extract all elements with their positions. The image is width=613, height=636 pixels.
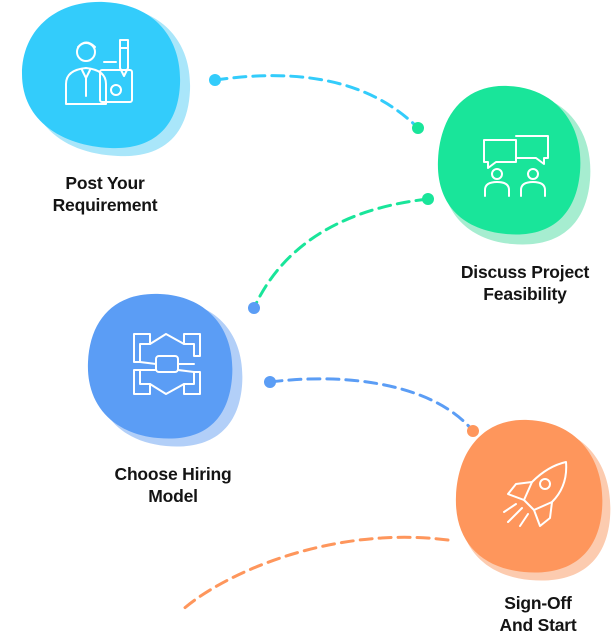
step-3-label: Choose Hiring Model (78, 463, 268, 507)
step-3-node (87, 293, 243, 447)
person-with-pen-icon (65, 39, 133, 105)
step-4-label: Sign-Off And Start (463, 592, 613, 636)
step-1-blob (22, 1, 181, 149)
step-2-blob (437, 85, 581, 235)
step-2-node (437, 85, 591, 245)
discussion-icon (483, 135, 549, 197)
step-1-node (22, 1, 191, 157)
step-4-title-line2: And Start (499, 615, 577, 635)
step-4-title-line1: Sign-Off (504, 593, 572, 613)
step-3-title-line1: Choose Hiring (114, 464, 232, 484)
step-1-label: Post Your Requirement (10, 172, 200, 216)
connector-3 (264, 376, 479, 437)
step-2-title-line1: Discuss Project (460, 262, 590, 282)
step-2-label: Discuss Project Feasibility (430, 261, 613, 305)
step-1-title-line1: Post Your (65, 173, 145, 193)
step-1-title-line2: Requirement (52, 195, 158, 215)
step-4-node (455, 419, 611, 581)
connector-4 (178, 535, 450, 614)
step-3-blob (87, 293, 233, 439)
teamwork-hands-icon (133, 333, 201, 395)
step-2-title-line2: Feasibility (483, 284, 567, 304)
connector-2 (248, 193, 434, 314)
rocket-icon (503, 461, 568, 527)
step-3-title-line2: Model (148, 486, 198, 506)
step-4-blob (455, 419, 603, 573)
connector-1 (209, 74, 424, 134)
